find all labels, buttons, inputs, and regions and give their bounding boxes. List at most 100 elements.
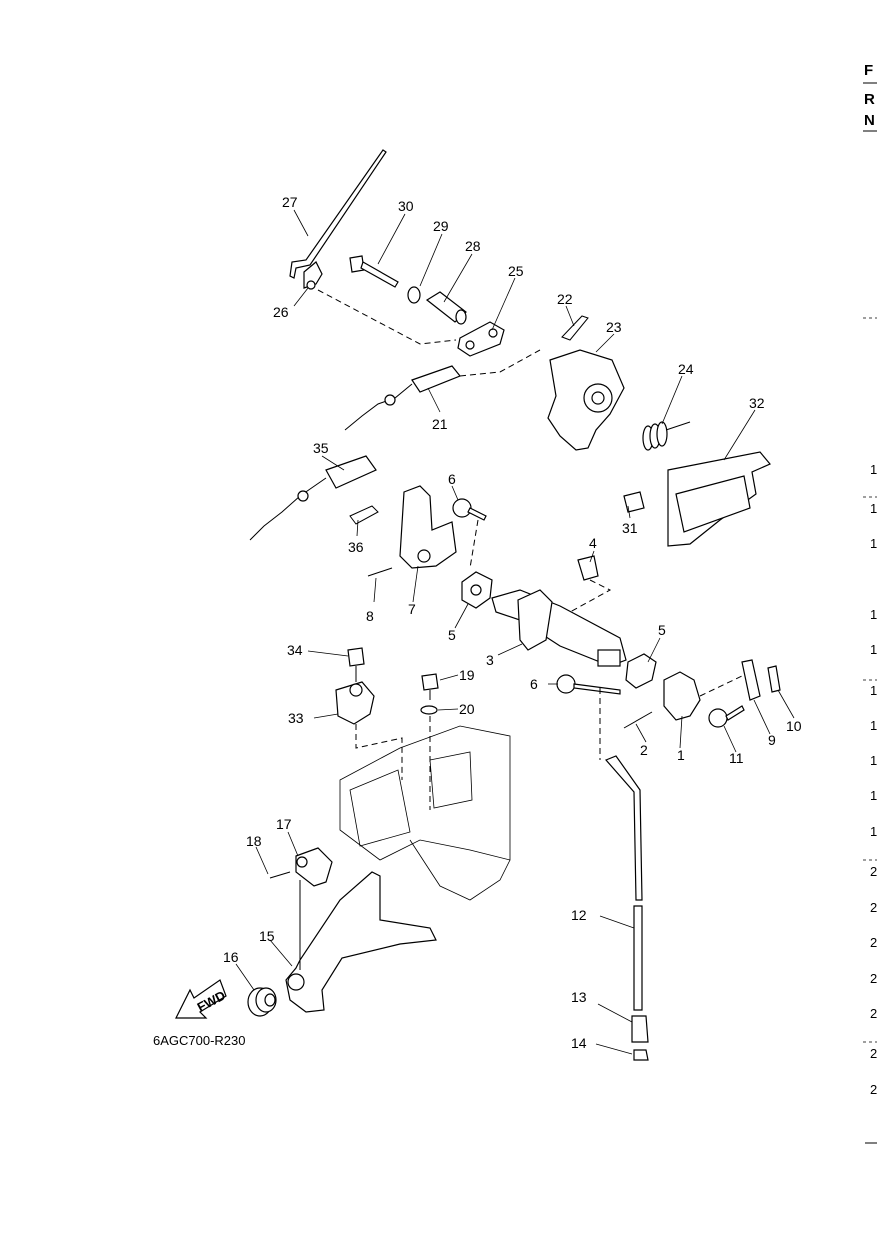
part-21-cable-joint [411, 365, 461, 393]
callout-label: 12 [571, 907, 587, 923]
upper-assembly [289, 149, 771, 547]
part-33-hole [349, 683, 363, 697]
part-18-pin [269, 871, 291, 879]
part-11-bolt-head [708, 708, 728, 728]
part-35-cable [249, 477, 327, 541]
part-15-bracket [285, 871, 437, 1013]
callout-leaders [235, 209, 795, 1055]
callout-label: 36 [348, 539, 364, 555]
part-3-square-end [597, 649, 621, 667]
part-6-bolt-head [556, 674, 576, 694]
part-35-cable-joint [325, 455, 377, 489]
part-27-rod [289, 149, 387, 279]
callout-label: 4 [589, 535, 597, 551]
callout-label: 10 [786, 718, 802, 734]
callout-label: 29 [433, 218, 449, 234]
part-6-bolt-shank [573, 683, 621, 695]
engine-block-detail [349, 769, 411, 847]
part-19-bolt [421, 673, 439, 691]
callout-label: 11 [729, 750, 744, 766]
edge-row-digit: 1 [870, 501, 877, 516]
part-35-nut [297, 490, 309, 502]
edge-row-digit: 1 [870, 788, 877, 803]
part-30-bolt-shank [360, 261, 399, 288]
callout-label: 28 [465, 238, 481, 254]
callout-label: 14 [571, 1035, 587, 1051]
part-7-lever [399, 485, 457, 569]
edge-row-digit: 1 [870, 824, 877, 839]
assembly-line [355, 724, 403, 780]
callout-label: 5 [448, 627, 456, 643]
fwd-arrow-icon [175, 979, 227, 1019]
callout-label: 32 [749, 395, 765, 411]
part-15-bore [287, 973, 305, 991]
callout-label: 6 [530, 676, 538, 692]
part-36-clip [349, 505, 379, 525]
part-5-collar [625, 653, 657, 689]
part-6-bolt-head [452, 498, 472, 518]
part-31-bolt [623, 491, 645, 513]
part-26-hole [306, 280, 316, 290]
part-25-link [457, 321, 505, 357]
callout-label: 8 [366, 608, 374, 624]
callout-label: 19 [459, 667, 475, 683]
part-34-bolt [347, 647, 365, 667]
part-32-plate [675, 475, 751, 533]
callout-label: 23 [606, 319, 622, 335]
edge-row-digit: 2 [870, 1006, 877, 1021]
assembly-line [469, 519, 479, 569]
callout-label: 3 [486, 652, 494, 668]
callout-label: 35 [313, 440, 329, 456]
part-21-nut [384, 394, 396, 406]
part-33-holder [335, 681, 375, 725]
callout-label: 18 [246, 833, 262, 849]
edge-row-digit: 1 [870, 753, 877, 768]
middle-assembly [249, 455, 781, 729]
callout-label: 13 [571, 989, 587, 1005]
part-20-washer [420, 705, 438, 715]
callout-label: 25 [508, 263, 524, 279]
callout-label: 2 [640, 742, 648, 758]
edge-header-letter: F [864, 62, 873, 79]
engine-block-detail [429, 751, 473, 809]
part-12-rod-upper [604, 755, 643, 901]
part-21-cable [344, 383, 413, 431]
edge-row-digit: 2 [870, 900, 877, 915]
callout-label: 22 [557, 291, 573, 307]
edge-row-digit: 1 [870, 642, 877, 657]
callout-label: 21 [432, 416, 448, 432]
callout-label: 16 [223, 949, 239, 965]
callout-label: 24 [678, 361, 694, 377]
part-24-spring [642, 421, 691, 451]
part-17-hole [296, 856, 308, 868]
edge-row-digit: 2 [870, 971, 877, 986]
part-3-arm [517, 589, 553, 651]
callout-label: 31 [622, 520, 638, 536]
part-25-hole-b [488, 328, 498, 338]
engine-block-detail [409, 839, 511, 901]
part-2-pin [623, 711, 653, 729]
part-23-bore [591, 391, 605, 405]
callout-label: 30 [398, 198, 414, 214]
part-6-bolt-shank [467, 507, 487, 521]
part-4-clip [577, 555, 599, 581]
part-14-nut [633, 1049, 649, 1061]
callout-label: 27 [282, 194, 298, 210]
assembly-line [699, 675, 743, 697]
edge-header-letter: R [864, 91, 875, 108]
callout-label: 17 [276, 816, 292, 832]
part-8-pin [367, 567, 393, 577]
part-5-bore [470, 584, 482, 596]
edge-row-digit: 2 [870, 864, 877, 879]
edge-row-digit: 2 [870, 1046, 877, 1061]
assembly-line [317, 289, 457, 345]
callout-label: 20 [459, 701, 475, 717]
part-11-bolt-shank [725, 705, 745, 721]
edge-row-digit: 2 [870, 1082, 877, 1097]
callout-label: 5 [658, 622, 666, 638]
part-7-bore [417, 549, 431, 563]
edge-header-letter: N [864, 112, 875, 129]
part-13-hex-nut [631, 1015, 649, 1043]
callout-label: 6 [448, 471, 456, 487]
